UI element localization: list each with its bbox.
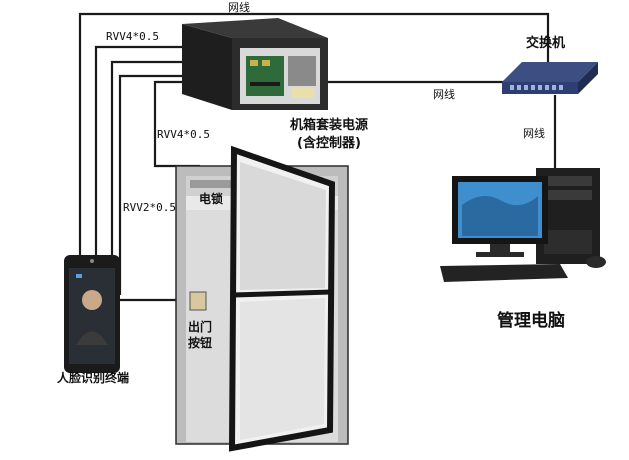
cabinet-power-supply (182, 18, 328, 110)
keyboard (440, 264, 568, 282)
electric-lock (190, 180, 248, 188)
door-assembly (175, 145, 349, 452)
management-computer (440, 168, 606, 282)
label-cabinet-line2: (含控制器) (297, 136, 361, 151)
network-switch (502, 62, 598, 94)
exit-button-cable (118, 74, 190, 295)
rvv4-cable-terminal-cabinet (94, 45, 190, 255)
label-rvv2: RVV2*0.5 (123, 201, 176, 214)
label-network-top: 网线 (228, 1, 250, 14)
label-exit-line1: 出门 (188, 320, 213, 334)
label-computer: 管理电脑 (497, 311, 565, 331)
rvv2-cable-terminal-cabinet (110, 60, 190, 255)
wires (78, 12, 557, 302)
label-cabinet-line1: 机箱套装电源 (290, 118, 369, 133)
face-terminal (64, 255, 120, 373)
label-rvv4-top: RVV4*0.5 (106, 30, 159, 43)
label-terminal: 人脸识别终端 (57, 371, 130, 385)
face-avatar-icon (82, 290, 102, 310)
label-network-right: 网线 (523, 127, 545, 140)
network-cable-terminal-switch (78, 12, 550, 255)
label-lock: 电锁 (199, 192, 224, 206)
label-rvv4-mid: RVV4*0.5 (157, 128, 210, 141)
mouse (586, 256, 606, 268)
label-switch: 交换机 (526, 36, 566, 51)
exit-button (189, 291, 207, 311)
label-exit-line2: 按钮 (188, 336, 213, 350)
label-network-mid: 网线 (433, 88, 455, 101)
